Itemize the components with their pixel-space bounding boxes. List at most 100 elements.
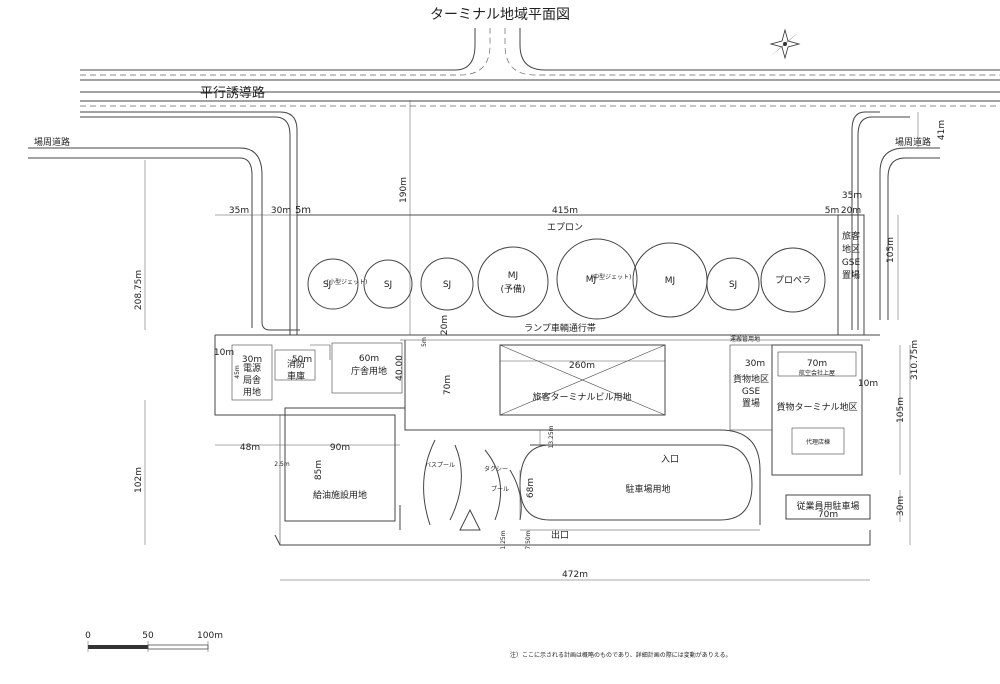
agency-building-label: 代理店棟 xyxy=(806,438,830,446)
svg-text:2.5m: 2.5m xyxy=(274,461,290,468)
svg-text:貨物地区: 貨物地区 xyxy=(733,373,769,385)
svg-text:置場: 置場 xyxy=(742,397,760,409)
svg-text:局舎: 局舎 xyxy=(243,375,261,386)
government-label: 庁舎用地 xyxy=(351,365,387,377)
svg-text:0: 0 xyxy=(85,631,91,641)
parking-label: 駐車場用地 xyxy=(625,483,670,495)
stand-4 xyxy=(477,246,549,318)
stand-2-label: SJ xyxy=(384,280,392,290)
svg-text:旅客: 旅客 xyxy=(842,230,860,242)
svg-text:30m: 30m xyxy=(745,359,765,369)
stand-8 xyxy=(760,247,826,313)
airline-facility-label: 航空会社上屋 xyxy=(799,369,835,377)
svg-text:10m: 10m xyxy=(858,379,878,389)
apron-label: エプロン xyxy=(547,222,583,233)
power-station-label: 電源 局舎 用地 xyxy=(243,363,261,398)
svg-text:102m: 102m xyxy=(134,467,144,493)
svg-text:70m: 70m xyxy=(807,359,827,369)
stand-5-sub: (中型ジェット) xyxy=(591,273,632,281)
stand-4-label: MJ xyxy=(508,271,518,281)
svg-text:5m: 5m xyxy=(825,206,840,216)
entrance-label: 入口 xyxy=(661,454,679,465)
north-arrow-icon xyxy=(769,28,801,60)
svg-text:310.75m: 310.75m xyxy=(910,340,920,380)
cargo-gse-label: 貨物地区 GSE 置場 xyxy=(733,373,769,409)
staff-parking-box xyxy=(785,494,871,520)
ramp-label: ランプ車輌通行帯 xyxy=(524,322,596,334)
svg-text:68m: 68m xyxy=(526,478,536,498)
svg-text:20m: 20m xyxy=(440,315,450,335)
cargo-terminal-box xyxy=(771,344,863,476)
stand-8-label: プロペラ xyxy=(775,275,811,286)
stand-1-label: SJ xyxy=(323,280,331,290)
svg-text:50m: 50m xyxy=(292,355,312,365)
svg-text:85m: 85m xyxy=(314,460,324,480)
cargo-terminal-label: 貨物ターミナル地区 xyxy=(776,401,857,413)
svg-text:10m: 10m xyxy=(214,348,234,358)
cargo-parking-label: 運搬管用地 xyxy=(730,335,760,343)
svg-text:35m: 35m xyxy=(229,206,249,216)
exit-label: 出口 xyxy=(551,529,569,541)
cargo-area xyxy=(404,344,863,525)
terminal-building-label: 旅客ターミナルビル用地 xyxy=(532,391,631,403)
svg-text:1.25m: 1.25m xyxy=(500,530,507,549)
stand-5 xyxy=(556,238,638,320)
svg-text:45m: 45m xyxy=(234,365,241,379)
stand-1 xyxy=(307,258,359,310)
airline-facility-box xyxy=(777,351,857,377)
perimeter-road-left xyxy=(28,147,300,331)
svg-text:70m: 70m xyxy=(818,510,838,520)
svg-text:70m: 70m xyxy=(443,375,453,395)
fuel-facility-box xyxy=(284,414,396,522)
perimeter-road-right xyxy=(879,147,940,320)
svg-text:41m: 41m xyxy=(937,120,947,140)
svg-text:5m: 5m xyxy=(421,337,428,347)
fuel-facility-label: 給油施設用地 xyxy=(313,489,367,501)
passenger-gse-label: 旅客 地区 GSE 置場 xyxy=(842,230,861,281)
stand-5-label: MJ xyxy=(586,275,596,285)
svg-text:30m: 30m xyxy=(896,496,906,516)
staff-parking-label: 従業員用駐車場 xyxy=(796,500,859,512)
svg-text:13.25m: 13.25m xyxy=(548,425,555,448)
svg-text:GSE: GSE xyxy=(842,258,861,268)
svg-text:60m: 60m xyxy=(359,354,379,364)
svg-text:5m: 5m xyxy=(295,205,311,216)
terminal-building-box xyxy=(499,344,666,416)
perimeter-road-left-label: 場周道路 xyxy=(34,136,70,148)
svg-text:20m: 20m xyxy=(841,206,861,216)
svg-text:90m: 90m xyxy=(330,443,350,453)
bus-taxi-pools xyxy=(399,439,522,531)
svg-text:48m: 48m xyxy=(240,443,260,453)
taxiway-lines xyxy=(80,28,1000,335)
government-box xyxy=(331,342,403,394)
plan-title: ターミナル地域平面図 xyxy=(430,7,570,23)
svg-text:105m: 105m xyxy=(886,237,896,263)
plan-note: 注）ここに示される計画は概略のものであり、詳細計画の際には変動がありえる。 xyxy=(510,651,732,659)
dimension-lines xyxy=(144,100,919,581)
svg-text:置場: 置場 xyxy=(842,269,860,281)
scale-bar: 0 50 100m xyxy=(85,631,223,652)
svg-text:100m: 100m xyxy=(197,631,223,641)
svg-text:30m: 30m xyxy=(242,355,262,365)
stand-6-label: MJ xyxy=(665,276,675,286)
parking-lot xyxy=(519,444,760,531)
svg-text:タクシー: タクシー xyxy=(484,465,508,473)
svg-text:260m: 260m xyxy=(569,361,595,371)
dimension-labels: 35m 30m 5m 415m 5m 20m 35m 41m 190m 208.… xyxy=(134,120,947,580)
svg-text:GSE: GSE xyxy=(742,387,761,397)
stand-1-sub: (小型ジェット) xyxy=(327,278,368,286)
svg-text:105m: 105m xyxy=(896,397,906,423)
stand-2 xyxy=(363,259,413,309)
apron-boundary xyxy=(296,214,839,336)
svg-text:7.50m: 7.50m xyxy=(525,530,532,549)
stand-7-label: SJ xyxy=(729,280,737,290)
svg-text:35m: 35m xyxy=(842,191,862,201)
taxi-pool-label: タクシー プール xyxy=(484,465,509,493)
svg-text:208.75m: 208.75m xyxy=(134,270,144,310)
stand-3 xyxy=(420,257,474,311)
site-boundary xyxy=(274,530,871,546)
svg-text:50: 50 xyxy=(142,631,154,641)
svg-text:車庫: 車庫 xyxy=(287,370,305,382)
